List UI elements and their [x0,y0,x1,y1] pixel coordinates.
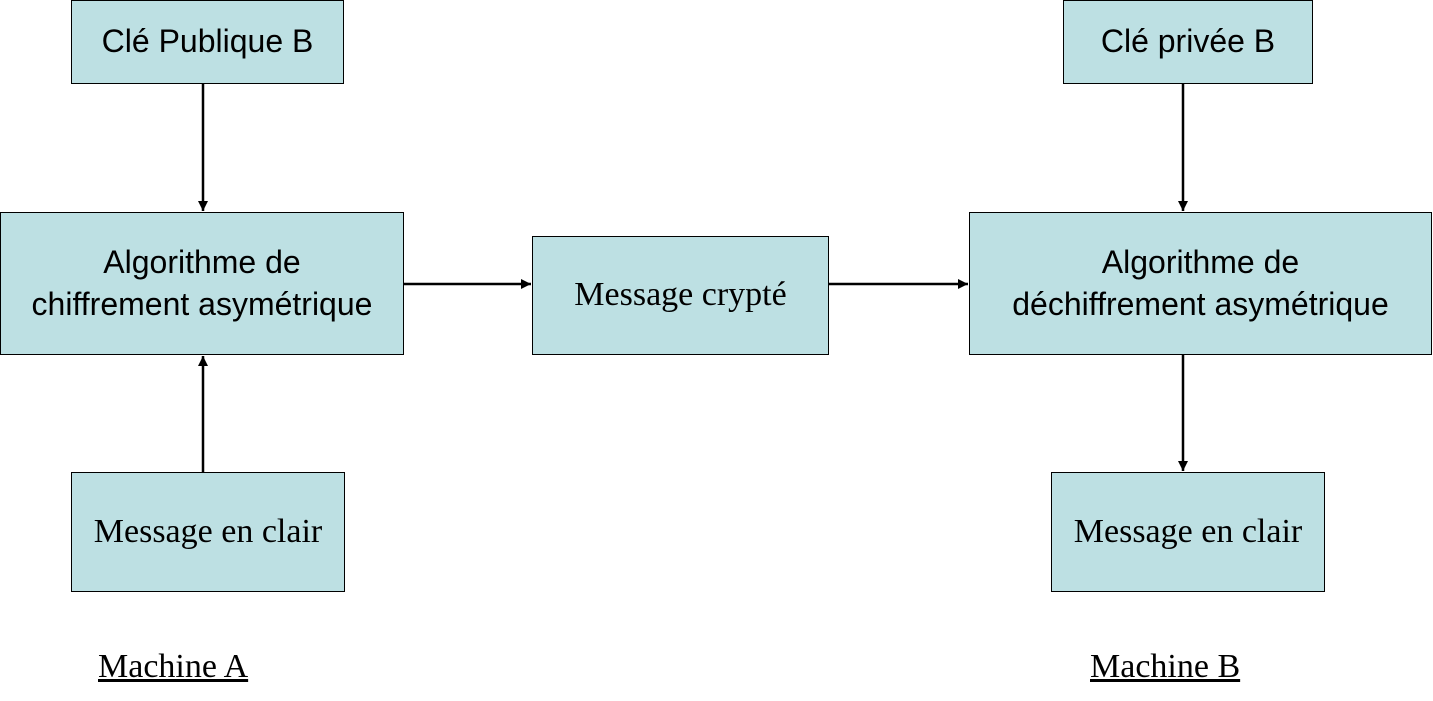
private-key-label: Clé privée B [1100,23,1276,60]
machine-a-label: Machine A [98,648,249,685]
private-key-box: Clé privée B [1063,0,1313,84]
decryption-algorithm-label: Algorithme de déchiffrement asymétrique [1012,243,1389,322]
machine-b-label: Machine B [1090,648,1241,685]
encrypted-message-label: Message crypté [574,276,787,314]
plaintext-message-b-label: Message en clair [1073,512,1303,550]
public-key-label: Clé Publique B [101,23,314,60]
plaintext-message-a-label: Message en clair [93,512,323,550]
encryption-algorithm-label: Algorithme de chiffrement asymétrique [31,243,373,322]
plaintext-message-b-box: Message en clair [1051,472,1325,592]
plaintext-message-a-box: Message en clair [71,472,345,592]
encrypted-message-box: Message crypté [532,236,829,355]
encryption-algorithm-box: Algorithme de chiffrement asymétrique [0,212,404,355]
decryption-algorithm-box: Algorithme de déchiffrement asymétrique [969,212,1432,355]
public-key-box: Clé Publique B [71,0,344,84]
